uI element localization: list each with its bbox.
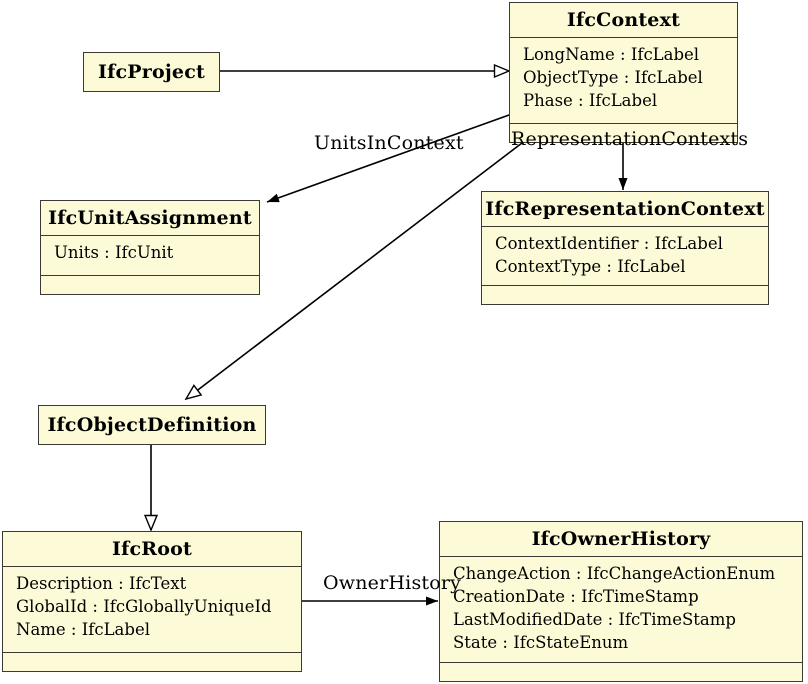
class-ifcunitassignment-title: IfcUnitAssignment bbox=[41, 201, 259, 236]
class-ifcroot-operations-empty bbox=[3, 653, 301, 671]
attribute: GlobalId : IfcGloballyUniqueId bbox=[16, 597, 272, 616]
class-ifcownerhistory: IfcOwnerHistory ChangeAction : IfcChange… bbox=[439, 521, 803, 682]
attribute: Phase : IfcLabel bbox=[523, 91, 658, 110]
attribute: State : IfcStateEnum bbox=[453, 633, 629, 652]
class-ifcownerhistory-attributes: ChangeAction : IfcChangeActionEnum Creat… bbox=[440, 557, 802, 663]
attribute: ContextType : IfcLabel bbox=[495, 257, 686, 276]
class-ifcrepresentationcontext-attributes: ContextIdentifier : IfcLabel ContextType… bbox=[482, 227, 768, 286]
class-ifcproject-title: IfcProject bbox=[98, 61, 205, 83]
class-ifcunitassignment-operations-empty bbox=[41, 276, 259, 294]
attribute: LongName : IfcLabel bbox=[523, 45, 700, 64]
edge-label-unitsincontext: UnitsInContext bbox=[314, 132, 464, 154]
class-ifcobjectdefinition-title: IfcObjectDefinition bbox=[47, 414, 257, 436]
edge-label-representationcontexts: RepresentationContexts bbox=[511, 128, 749, 150]
class-ifcroot-attributes: Description : IfcText GlobalId : IfcGlob… bbox=[3, 567, 301, 653]
class-ifcrepresentationcontext-title: IfcRepresentationContext bbox=[482, 192, 768, 227]
class-ifccontext: IfcContext LongName : IfcLabel ObjectTyp… bbox=[509, 2, 738, 143]
attribute: ChangeAction : IfcChangeActionEnum bbox=[453, 564, 776, 583]
class-ifcproject: IfcProject bbox=[83, 52, 220, 92]
class-ifcrepresentationcontext-operations-empty bbox=[482, 286, 768, 304]
class-ifcownerhistory-title: IfcOwnerHistory bbox=[440, 522, 802, 557]
attribute: LastModifiedDate : IfcTimeStamp bbox=[453, 610, 736, 629]
edge-association-unitsincontext bbox=[266, 114, 510, 203]
attribute: ContextIdentifier : IfcLabel bbox=[495, 234, 723, 253]
class-ifcroot-title: IfcRoot bbox=[3, 532, 301, 567]
attribute: ObjectType : IfcLabel bbox=[523, 68, 703, 87]
attribute: Description : IfcText bbox=[16, 574, 187, 593]
class-ifccontext-title: IfcContext bbox=[510, 3, 737, 38]
attribute: Name : IfcLabel bbox=[16, 620, 150, 639]
attribute: Units : IfcUnit bbox=[54, 243, 174, 262]
class-ifcownerhistory-operations-empty bbox=[440, 663, 802, 681]
class-ifcunitassignment-attributes: Units : IfcUnit bbox=[41, 236, 259, 276]
class-ifcunitassignment: IfcUnitAssignment Units : IfcUnit bbox=[40, 200, 260, 295]
edge-label-ownerhistory: OwnerHistory bbox=[323, 572, 462, 594]
class-ifccontext-attributes: LongName : IfcLabel ObjectType : IfcLabe… bbox=[510, 38, 737, 124]
class-ifcobjectdefinition: IfcObjectDefinition bbox=[38, 405, 266, 445]
class-ifcrepresentationcontext: IfcRepresentationContext ContextIdentifi… bbox=[481, 191, 769, 305]
attribute: CreationDate : IfcTimeStamp bbox=[453, 587, 699, 606]
class-ifcroot: IfcRoot Description : IfcText GlobalId :… bbox=[2, 531, 302, 672]
